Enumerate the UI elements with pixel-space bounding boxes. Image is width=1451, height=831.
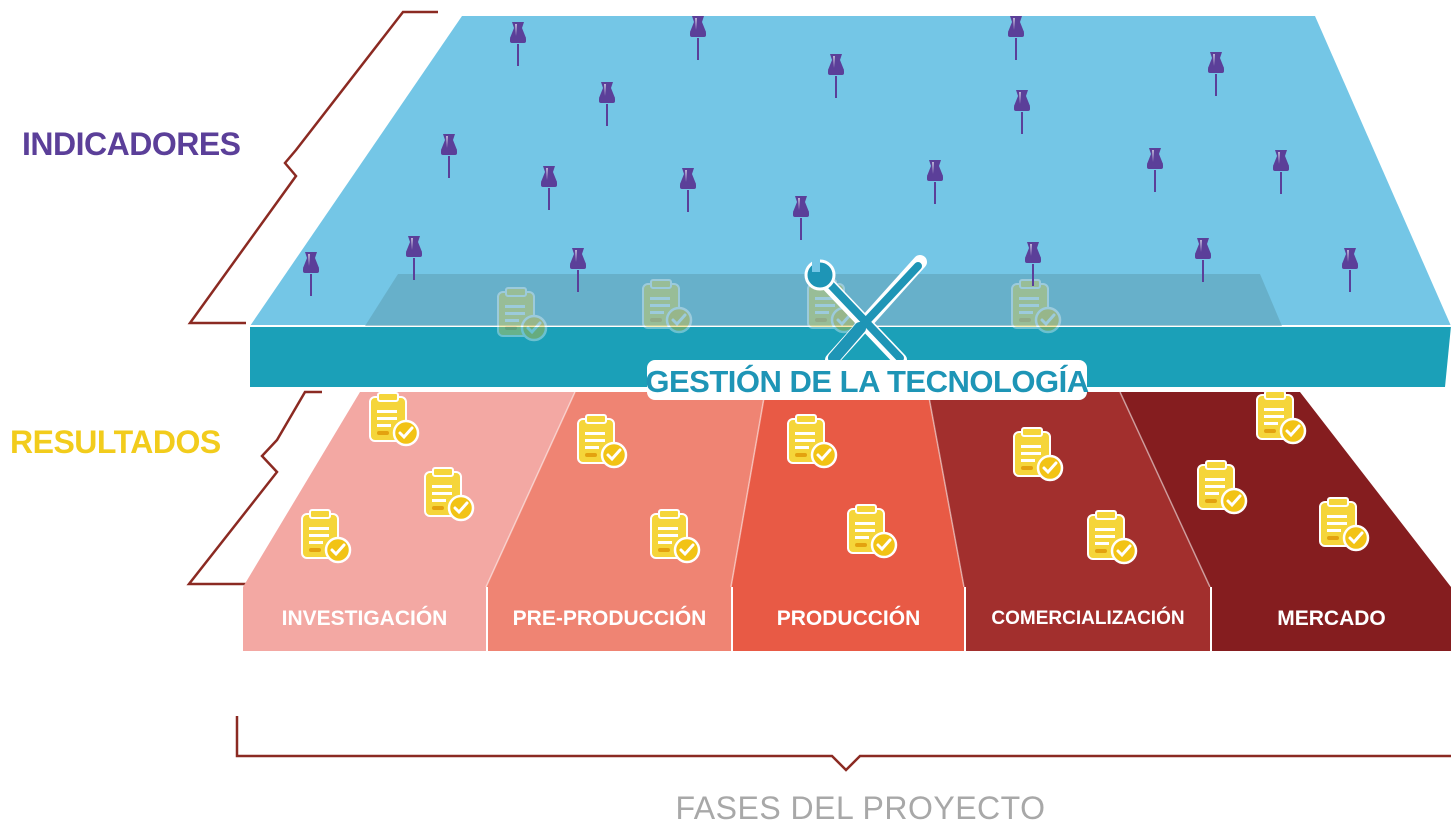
central-label-bg <box>647 360 1087 400</box>
phase-produccion: PRODUCCIÓN <box>731 587 964 651</box>
phase-preproduccion: PRE-PRODUCCIÓN <box>486 587 731 651</box>
central-label: GESTIÓN DE LA TECNOLOGÍA <box>645 363 1088 399</box>
indicadores-plane <box>250 16 1451 326</box>
wrench-screwdriver-icon <box>804 255 927 367</box>
band-produccion <box>731 392 964 587</box>
phases-brace <box>235 716 1451 772</box>
indicadores-brace <box>187 10 438 325</box>
phase-mercado: MERCADO <box>1210 587 1451 651</box>
phase-comercializacion: COMERCIALIZACIÓN <box>964 587 1210 651</box>
indicadores-label: INDICADORES <box>22 126 241 162</box>
resultados-brace <box>186 390 322 586</box>
resultados-label: RESULTADOS <box>10 424 221 460</box>
phase-investigacion: INVESTIGACIÓN <box>243 587 486 651</box>
indicadores-plane-front <box>250 326 1451 387</box>
band-comercializacion <box>928 392 1210 587</box>
band-preproduccion <box>486 392 765 587</box>
footer-label: FASES DEL PROYECTO <box>675 790 1046 826</box>
